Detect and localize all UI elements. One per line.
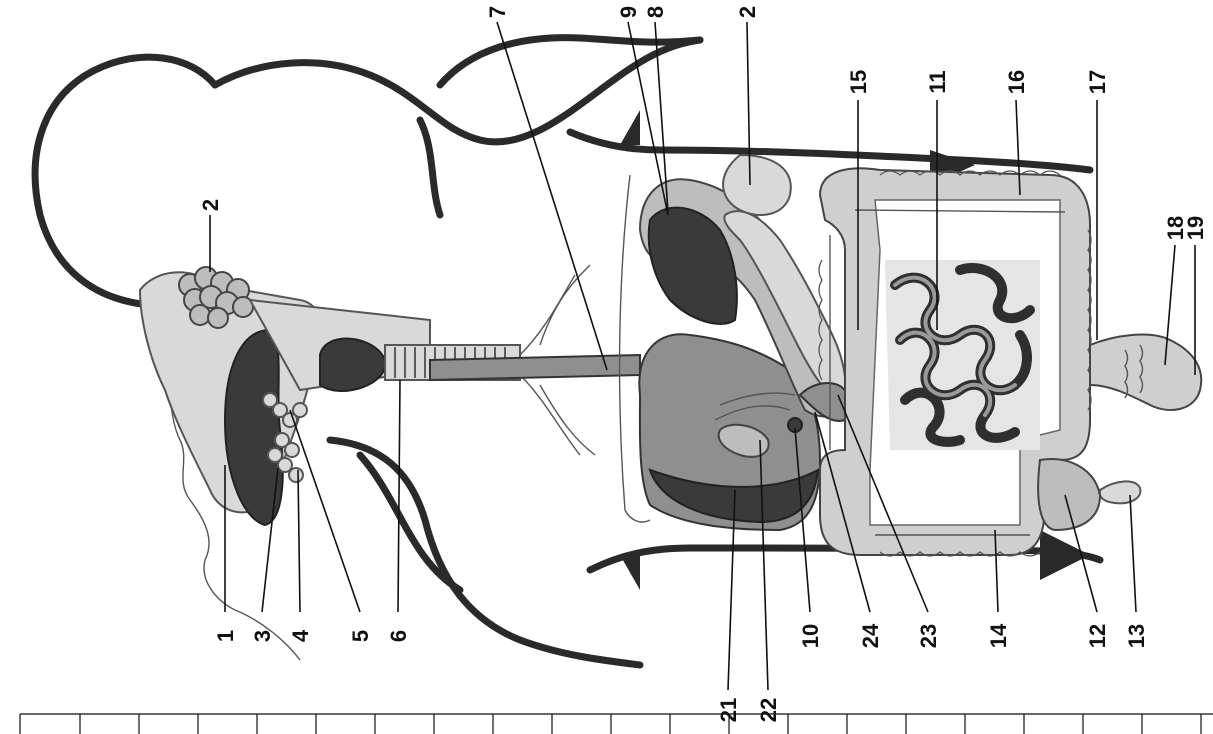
label-23: 23 xyxy=(916,624,941,648)
label-1: 1 xyxy=(213,630,238,642)
esophagus xyxy=(430,355,640,380)
spleen xyxy=(723,155,791,215)
label-24: 24 xyxy=(858,623,883,648)
label-7: 7 xyxy=(485,6,510,18)
throat-structures xyxy=(250,265,640,455)
label-22: 22 xyxy=(756,698,781,722)
answer-table xyxy=(20,714,1213,734)
appendix xyxy=(1100,481,1141,503)
rectum xyxy=(1090,335,1201,410)
label-5: 5 xyxy=(348,630,373,642)
label-9: 9 xyxy=(616,6,641,18)
label-6: 6 xyxy=(386,630,411,642)
label-15: 15 xyxy=(846,70,871,94)
label-17: 17 xyxy=(1085,70,1110,94)
label-4: 4 xyxy=(288,629,313,642)
label-10: 10 xyxy=(798,624,823,648)
label-19: 19 xyxy=(1183,216,1208,240)
cecum xyxy=(1038,459,1100,530)
label-11: 11 xyxy=(925,70,950,93)
small-intestine xyxy=(885,260,1040,450)
label-16: 16 xyxy=(1004,70,1029,94)
label-2-spleen: 2 xyxy=(735,6,760,18)
label-14: 14 xyxy=(986,623,1011,648)
label-13: 13 xyxy=(1124,624,1149,648)
label-3: 3 xyxy=(250,630,275,642)
label-12: 12 xyxy=(1085,624,1110,648)
label-8: 8 xyxy=(643,6,668,18)
label-2-parotid: 2 xyxy=(198,199,223,211)
